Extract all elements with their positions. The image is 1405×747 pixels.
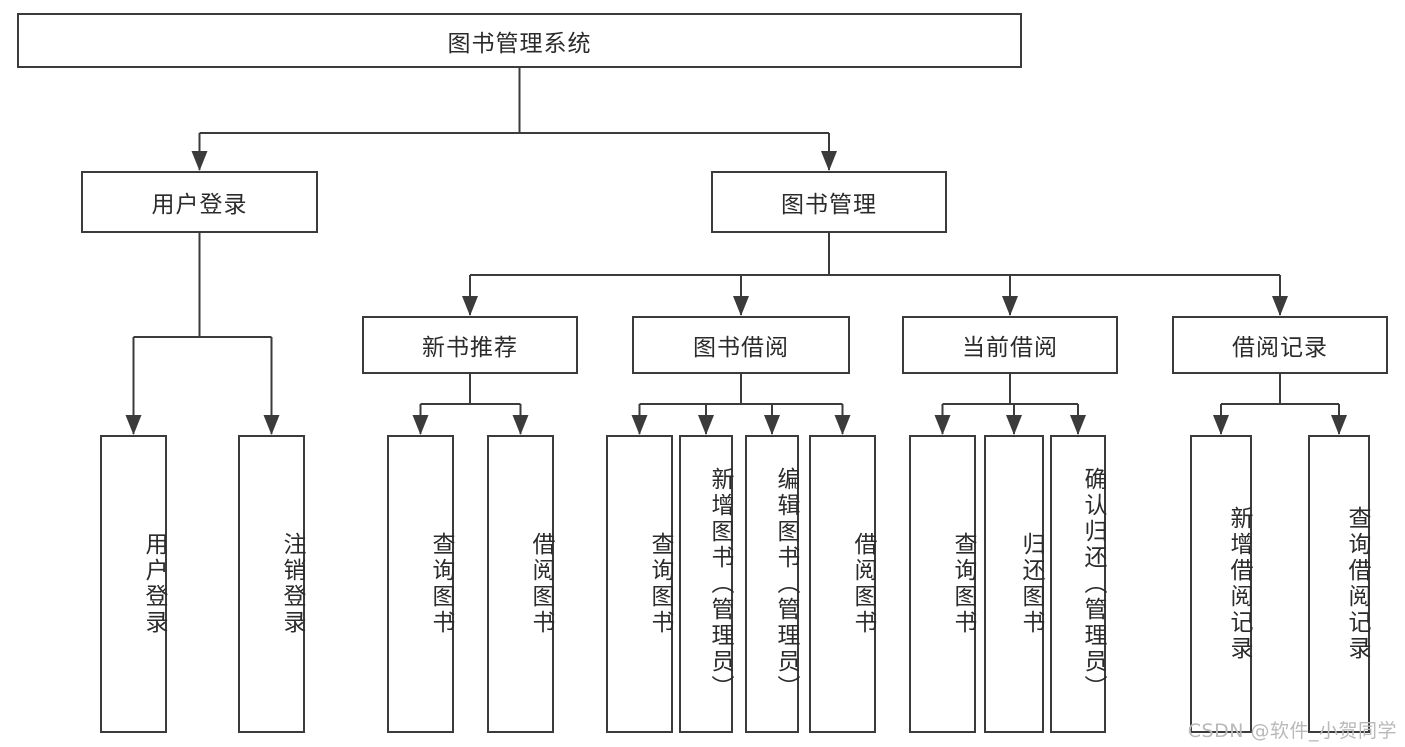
- node-borrow-record-label: 借阅记录: [1232, 335, 1328, 361]
- leaf-query-borrow-record-label: 查询借阅记录: [1344, 506, 1370, 662]
- leaf-user-login[interactable]: 用户登录: [100, 435, 167, 733]
- leaf-edit-book-label: 编辑图书（管理员）: [773, 467, 799, 701]
- node-book-manage[interactable]: 图书管理: [711, 171, 947, 233]
- leaf-confirm-return-label: 确认归还（管理员）: [1080, 467, 1106, 701]
- leaf-borrow-book-1-label: 借阅图书: [528, 532, 554, 636]
- node-new-book-recommend-label: 新书推荐: [422, 335, 518, 361]
- node-current-borrow-label: 当前借阅: [962, 335, 1058, 361]
- leaf-return-book-label: 归还图书: [1018, 532, 1044, 636]
- leaf-edit-book[interactable]: 编辑图书（管理员）: [745, 435, 799, 733]
- leaf-query-book-2-label: 查询图书: [647, 532, 673, 636]
- leaf-confirm-return[interactable]: 确认归还（管理员）: [1050, 435, 1106, 733]
- node-book-manage-label: 图书管理: [781, 192, 877, 218]
- node-user-login[interactable]: 用户登录: [81, 171, 318, 233]
- leaf-user-login-label: 用户登录: [141, 532, 167, 636]
- node-user-login-label: 用户登录: [151, 192, 248, 218]
- leaf-query-book-3[interactable]: 查询图书: [909, 435, 976, 733]
- leaf-query-book-1[interactable]: 查询图书: [387, 435, 454, 733]
- leaf-query-book-3-label: 查询图书: [950, 532, 976, 636]
- leaf-borrow-book-2[interactable]: 借阅图书: [809, 435, 876, 733]
- leaf-borrow-book-1[interactable]: 借阅图书: [487, 435, 554, 733]
- leaf-add-book[interactable]: 新增图书（管理员）: [679, 435, 733, 733]
- leaf-add-borrow-record-label: 新增借阅记录: [1226, 506, 1252, 662]
- node-new-book-recommend[interactable]: 新书推荐: [362, 316, 578, 374]
- leaf-borrow-book-2-label: 借阅图书: [850, 532, 876, 636]
- leaf-query-book-2[interactable]: 查询图书: [606, 435, 673, 733]
- node-root[interactable]: 图书管理系统: [17, 13, 1022, 68]
- leaf-add-borrow-record[interactable]: 新增借阅记录: [1190, 435, 1252, 733]
- leaf-add-book-label: 新增图书（管理员）: [707, 467, 733, 701]
- leaf-user-logout-label: 注销登录: [279, 532, 305, 636]
- leaf-user-logout[interactable]: 注销登录: [238, 435, 305, 733]
- node-borrow-record[interactable]: 借阅记录: [1172, 316, 1388, 374]
- watermark: CSDN @软件_小贺同学: [1187, 720, 1397, 742]
- node-current-borrow[interactable]: 当前借阅: [902, 316, 1118, 374]
- leaf-query-borrow-record[interactable]: 查询借阅记录: [1308, 435, 1370, 733]
- node-book-borrow[interactable]: 图书借阅: [632, 316, 850, 374]
- leaf-query-book-1-label: 查询图书: [428, 532, 454, 636]
- node-root-label: 图书管理系统: [447, 30, 592, 57]
- leaf-return-book[interactable]: 归还图书: [984, 435, 1044, 733]
- node-book-borrow-label: 图书借阅: [693, 335, 789, 361]
